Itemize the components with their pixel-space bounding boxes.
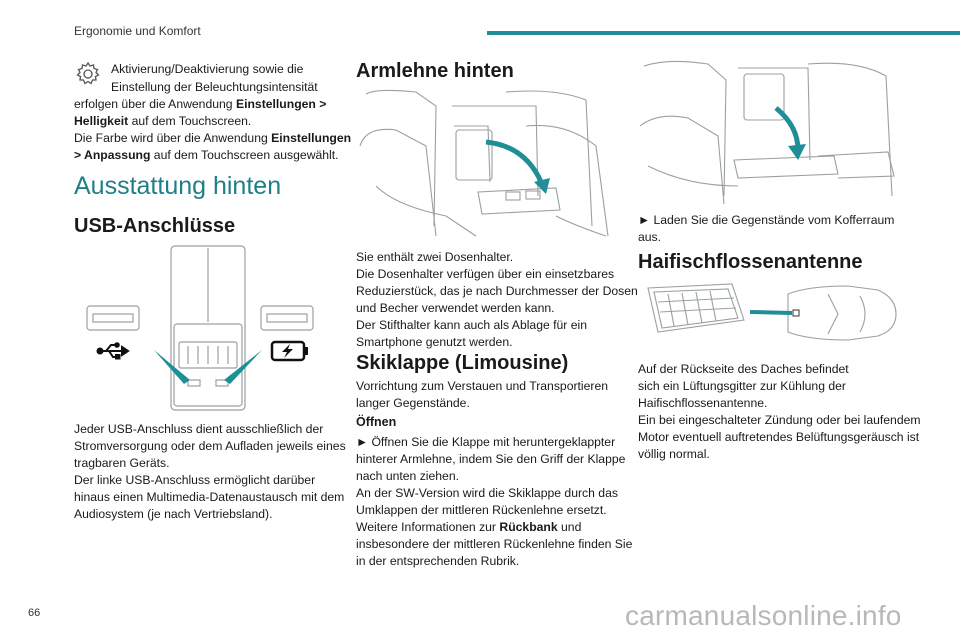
header-accent-bar [487,31,960,35]
armrest-text: und Becher verwendet werden kann. [356,301,555,315]
note-line: erfolgen über die Anwendung Einstellunge… [74,97,327,111]
open-heading: Öffnen [356,415,397,429]
note-line: Helligkeit auf dem Touchscreen. [74,114,252,128]
open-text: insbesondere der mittleren Rückenlehne f… [356,537,633,551]
usb-text: Audiosystem (je nach Vertriebsland). [74,507,273,521]
usb-text: tragbaren Geräts. [74,456,170,470]
antenna-text: völlig normal. [638,447,710,461]
antenna-text: Motor eventuell auftretendes Belüftungsg… [638,430,920,444]
usb-icon [96,342,130,360]
antenna-text: Ein bei eingeschalteter Zündung oder bei… [638,413,921,427]
ski-text: Vorrichtung zum Verstauen und Transporti… [356,379,609,393]
note-line: Einstellung der Beleuchtungsintensität [111,80,318,94]
note-line: Die Farbe wird über die Anwendung Einste… [74,131,352,145]
watermark: carmanualsonline.info [625,600,902,631]
armrest-text: Reduzierstück, das je nach Durchmesser d… [356,284,638,298]
usb-text: Jeder USB-Anschluss dient ausschließlich… [74,422,324,436]
ski-heading: Skiklappe (Limousine) [356,352,569,374]
open-text: An der SW-Version wird die Skiklappe dur… [356,486,618,500]
open-text: hinterer Armlehne, indem Sie den Griff d… [356,452,626,466]
ski-text: langer Gegenstände. [356,396,470,410]
usb-text: hinaus einen Multimedia-Datenaustausch m… [74,490,345,504]
armrest-illustration [356,86,614,242]
note-line: > Anpassung auf dem Touchscreen ausgewäh… [74,148,339,162]
note-line: Aktivierung/Deaktivierung sowie die [111,62,304,76]
load-text: aus. [638,230,662,244]
usb-text: Stromversorgung oder dem Aufladen jeweil… [74,439,346,453]
usb-illustration [84,244,314,416]
antenna-heading: Haifischflossenantenne [638,251,863,273]
ski-hatch-illustration [638,56,898,206]
antenna-illustration [638,280,900,346]
antenna-text: Auf der Rückseite des Daches befindet [638,362,849,376]
armrest-text: Sie enthält zwei Dosenhalter. [356,250,514,264]
usb-text: Der linke USB-Anschluss ermöglicht darüb… [74,473,316,487]
section-title: Ausstattung hinten [74,172,282,200]
armrest-heading: Armlehne hinten [356,60,514,82]
page-number: 66 [28,607,41,619]
antenna-text: Haifischflossenantenne. [638,396,768,410]
open-text: in der entsprechenden Rubrik. [356,554,520,568]
open-text: ► Öffnen Sie die Klappe mit heruntergekl… [356,435,616,449]
open-text: nach unten ziehen. [356,469,459,483]
running-header: Ergonomie und Komfort [74,24,201,38]
antenna-text: sich ein Lüftungsgitter zur Kühlung der [638,379,846,393]
usb-heading: USB-Anschlüsse [74,215,236,237]
battery-charging-icon [270,340,310,362]
armrest-text: Smartphone genutzt werden. [356,335,513,349]
load-text: ► Laden Sie die Gegenstände vom Kofferra… [638,213,895,227]
armrest-text: Der Stifthalter kann auch als Ablage für… [356,318,588,332]
open-text: Weitere Informationen zur Rückbank und [356,520,582,534]
open-text: Umklappen der mittleren Rückenlehne erse… [356,503,607,517]
gear-icon [74,60,102,88]
armrest-text: Die Dosenhalter verfügen über ein einset… [356,267,615,281]
